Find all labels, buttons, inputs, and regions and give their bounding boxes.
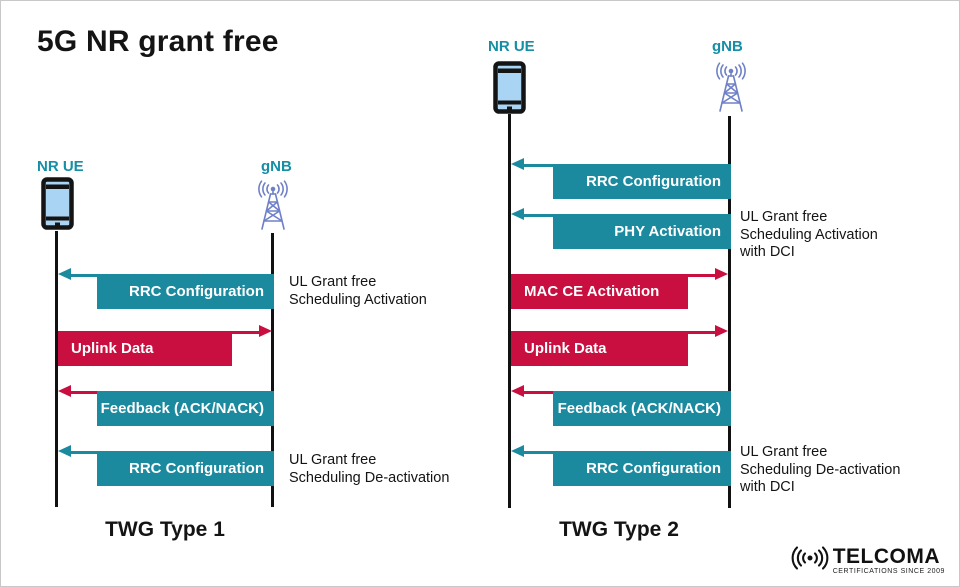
message-label: RRC Configuration <box>129 283 264 300</box>
arrowhead-icon <box>511 157 524 170</box>
arrowhead-icon <box>511 207 524 220</box>
message-box: RRC Configuration <box>553 164 731 199</box>
page-title: 5G NR grant free <box>37 25 279 58</box>
message-note: UL Grant free Scheduling Activation with… <box>740 209 878 260</box>
arrowhead-icon <box>511 444 524 457</box>
phone-icon <box>493 61 526 119</box>
message-label: RRC Configuration <box>586 173 721 190</box>
message-label: MAC CE Activation <box>524 283 660 300</box>
message-arrow <box>688 331 716 334</box>
actor-label-gnb-2: gNB <box>712 38 743 55</box>
diagram-caption-1: TWG Type 1 <box>105 518 225 541</box>
logo-tagline: CERTIFICATIONS SINCE 2009 <box>832 567 945 575</box>
arrowhead-icon <box>259 324 272 337</box>
message-arrow <box>522 391 553 394</box>
lifeline-gnb-2 <box>728 116 731 508</box>
lifeline-gnb-1 <box>271 233 274 507</box>
message-box: Uplink Data <box>511 331 688 366</box>
actor-label-ue-1: NR UE <box>37 158 84 175</box>
message-box: Uplink Data <box>58 331 232 366</box>
arrowhead-icon <box>715 324 728 337</box>
phone-icon <box>41 177 74 235</box>
arrowhead-icon <box>715 267 728 280</box>
antenna-icon <box>709 62 753 120</box>
message-arrow <box>522 164 553 167</box>
message-label: Feedback (ACK/NACK) <box>100 400 264 417</box>
message-arrow <box>522 214 553 217</box>
message-arrow <box>232 331 260 334</box>
message-arrow <box>69 391 97 394</box>
message-box: RRC Configuration <box>97 451 274 486</box>
message-note: UL Grant free Scheduling De-activation <box>289 452 450 486</box>
lifeline-ue-1 <box>55 231 58 507</box>
arrowhead-icon <box>58 267 71 280</box>
message-label: Feedback (ACK/NACK) <box>557 400 721 417</box>
message-label: Uplink Data <box>71 340 154 357</box>
diagram-caption-2: TWG Type 2 <box>559 518 679 541</box>
message-box: MAC CE Activation <box>511 274 688 309</box>
message-label: RRC Configuration <box>586 460 721 477</box>
logo-text: TELCOMA CERTIFICATIONS SINCE 2009 <box>832 544 945 575</box>
message-label: RRC Configuration <box>129 460 264 477</box>
lifeline-ue-2 <box>508 114 511 508</box>
logo-brand: TELCOMA <box>832 544 941 568</box>
message-box: Feedback (ACK/NACK) <box>553 391 731 426</box>
message-note: UL Grant free Scheduling De-activation w… <box>740 444 901 495</box>
actor-label-ue-2: NR UE <box>488 38 535 55</box>
message-arrow <box>688 274 716 277</box>
message-note: UL Grant free Scheduling Activation <box>289 274 427 308</box>
message-box: RRC Configuration <box>553 451 731 486</box>
message-arrow <box>522 451 553 454</box>
arrowhead-icon <box>58 444 71 457</box>
broadcast-icon <box>790 543 830 578</box>
message-box: PHY Activation <box>553 214 731 249</box>
message-label: PHY Activation <box>614 223 721 240</box>
antenna-icon <box>251 180 295 238</box>
message-box: RRC Configuration <box>97 274 274 309</box>
brand-logo: TELCOMA CERTIFICATIONS SINCE 2009 <box>790 543 945 578</box>
message-arrow <box>69 274 97 277</box>
arrowhead-icon <box>58 384 71 397</box>
message-arrow <box>69 451 97 454</box>
arrowhead-icon <box>511 384 524 397</box>
actor-label-gnb-1: gNB <box>261 158 292 175</box>
message-box: Feedback (ACK/NACK) <box>97 391 274 426</box>
message-label: Uplink Data <box>524 340 607 357</box>
